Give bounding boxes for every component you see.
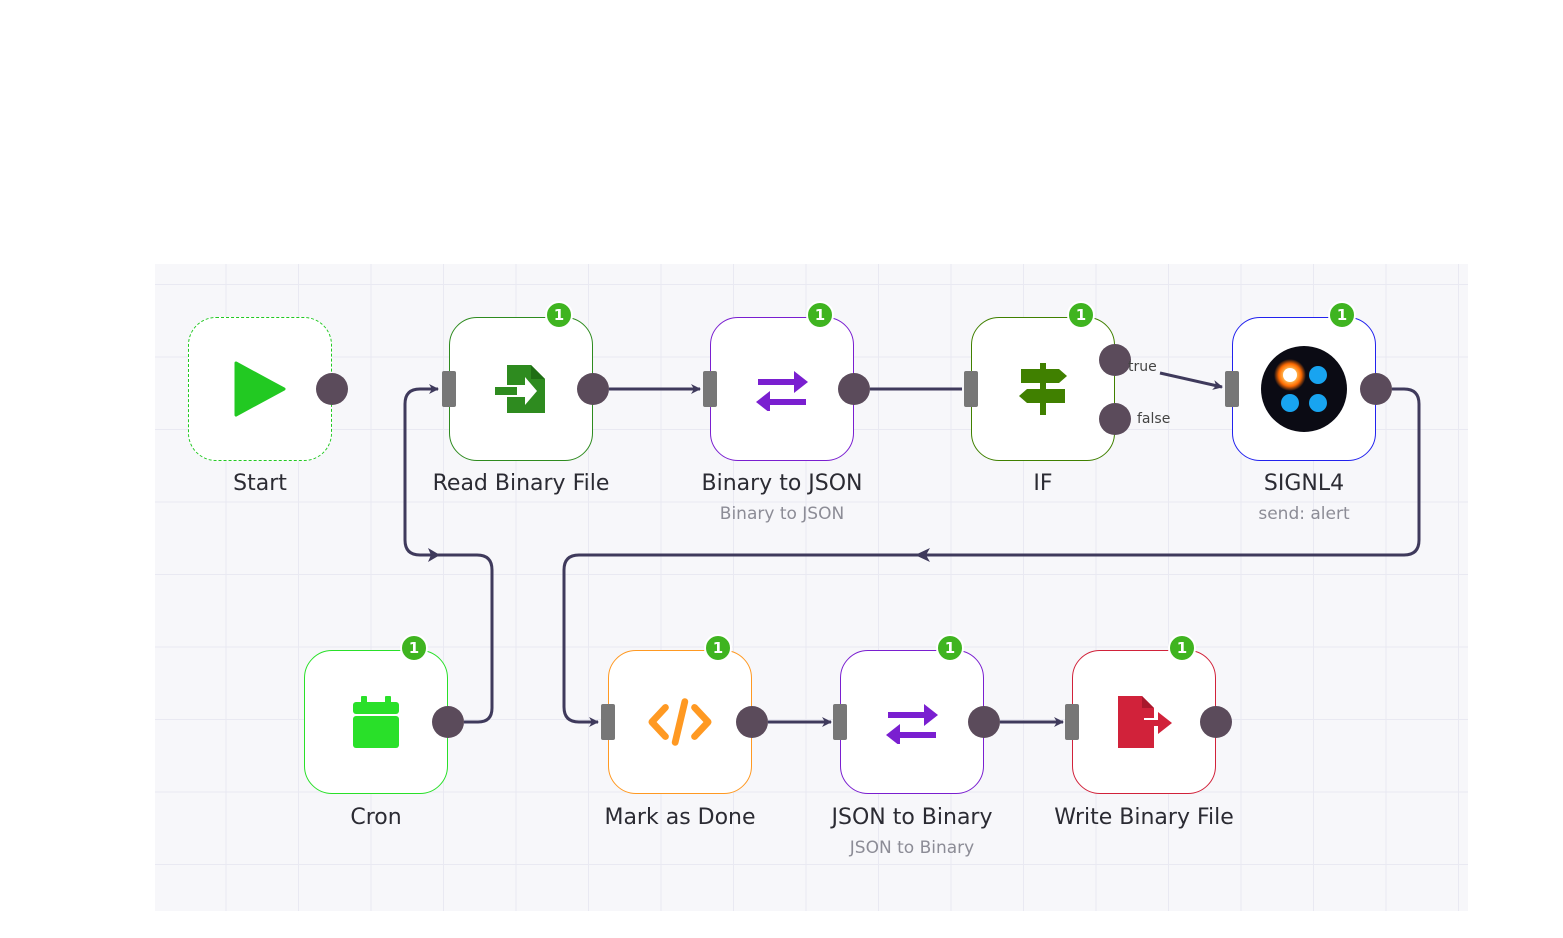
- binary-to-json-input-handle[interactable]: [703, 371, 717, 407]
- write-binary-file-input-handle[interactable]: [1065, 704, 1079, 740]
- if-false-output-handle[interactable]: [1099, 403, 1131, 435]
- node-json-to-binary[interactable]: [840, 650, 984, 794]
- signl4-run-badge: 1: [1328, 301, 1356, 329]
- node-json-to-binary-subtitle: JSON to Binary: [849, 838, 975, 858]
- if-true-branch-label: true: [1128, 359, 1157, 375]
- calendar-icon: [344, 690, 408, 754]
- node-mark-as-done-label: Mark as Done: [604, 805, 756, 830]
- mark-as-done-input-handle[interactable]: [601, 704, 615, 740]
- if-false-branch-label: false: [1137, 411, 1171, 427]
- json-to-binary-input-handle[interactable]: [833, 704, 847, 740]
- exchange-icon: [880, 690, 944, 754]
- node-binary-to-json-label: Binary to JSON: [701, 471, 863, 496]
- read-binary-file-output-handle[interactable]: [577, 373, 609, 405]
- read-binary-file-input-handle[interactable]: [442, 371, 456, 407]
- signl4-input-handle[interactable]: [1225, 371, 1239, 407]
- file-import-icon: [489, 357, 553, 421]
- write-binary-file-output-handle[interactable]: [1200, 706, 1232, 738]
- cron-run-badge: 1: [400, 634, 428, 662]
- node-write-binary-file-label: Write Binary File: [1054, 805, 1234, 830]
- node-if-label: IF: [1033, 471, 1053, 496]
- node-signl4[interactable]: [1232, 317, 1376, 461]
- node-read-binary-file[interactable]: [449, 317, 593, 461]
- play-icon: [228, 357, 292, 421]
- signl4-logo: [1260, 345, 1348, 433]
- json-to-binary-output-handle[interactable]: [968, 706, 1000, 738]
- read-binary-file-run-badge: 1: [545, 301, 573, 329]
- signl4-output-handle[interactable]: [1360, 373, 1392, 405]
- mark-as-done-run-badge: 1: [704, 634, 732, 662]
- mark-as-done-output-handle[interactable]: [736, 706, 768, 738]
- node-read-binary-file-label: Read Binary File: [432, 471, 610, 496]
- start-output-handle[interactable]: [316, 373, 348, 405]
- write-binary-file-run-badge: 1: [1168, 634, 1196, 662]
- cron-output-handle[interactable]: [432, 706, 464, 738]
- node-mark-as-done[interactable]: [608, 650, 752, 794]
- node-json-to-binary-label: JSON to Binary: [831, 805, 993, 830]
- file-export-icon: [1112, 690, 1176, 754]
- signpost-icon: [1011, 357, 1075, 421]
- if-run-badge: 1: [1067, 301, 1095, 329]
- node-cron[interactable]: [304, 650, 448, 794]
- node-start[interactable]: [188, 317, 332, 461]
- exchange-icon: [750, 357, 814, 421]
- node-signl4-label: SIGNL4: [1263, 471, 1345, 496]
- node-write-binary-file[interactable]: [1072, 650, 1216, 794]
- binary-to-json-run-badge: 1: [806, 301, 834, 329]
- json-to-binary-run-badge: 1: [936, 634, 964, 662]
- if-input-handle[interactable]: [964, 371, 978, 407]
- code-icon: [648, 690, 712, 754]
- node-start-label: Start: [233, 471, 287, 496]
- binary-to-json-output-handle[interactable]: [838, 373, 870, 405]
- node-binary-to-json[interactable]: [710, 317, 854, 461]
- node-if[interactable]: [971, 317, 1115, 461]
- node-signl4-subtitle: send: alert: [1258, 504, 1350, 524]
- if-true-output-handle[interactable]: [1099, 344, 1131, 376]
- node-cron-label: Cron: [350, 805, 402, 830]
- node-binary-to-json-subtitle: Binary to JSON: [719, 504, 845, 524]
